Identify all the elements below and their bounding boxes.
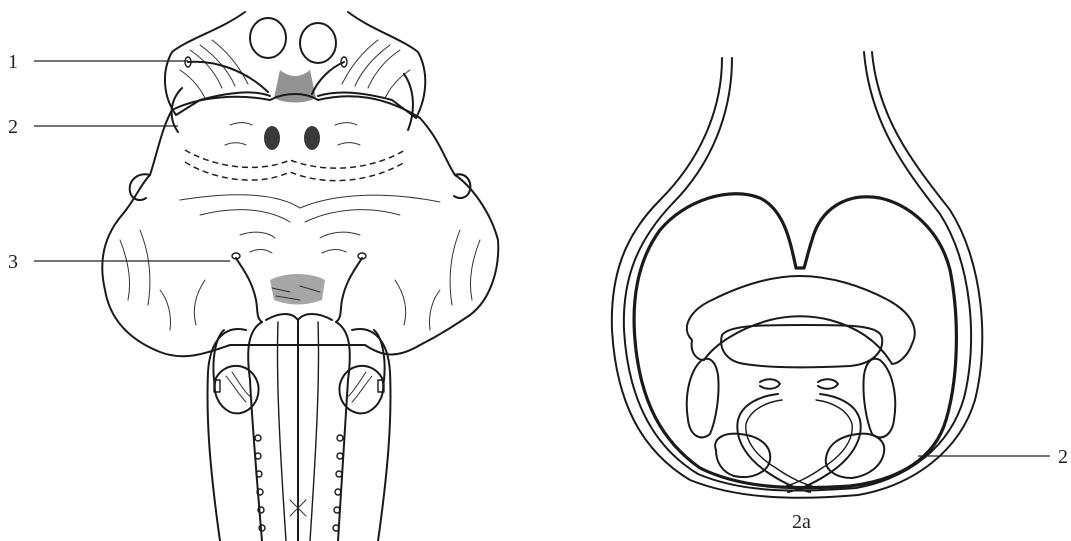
- nerve-3-right: [336, 258, 362, 322]
- side-lobe-right: [863, 359, 895, 438]
- central-column: [266, 314, 332, 320]
- side-lobe-left: [687, 359, 719, 438]
- dashed-contour-upper: [185, 150, 405, 168]
- outer-wall-inner: [624, 52, 971, 491]
- medulla-outline: [248, 322, 262, 541]
- outer-wall-outer: [612, 52, 982, 498]
- central-mark-left: [264, 126, 280, 150]
- label-right-2: 2: [1058, 446, 1068, 468]
- callout-right-2: 2: [918, 446, 1068, 468]
- dashed-contour-lower: [185, 162, 405, 181]
- callout-2: 2: [8, 116, 178, 138]
- callout-3: 3: [8, 251, 230, 273]
- cord-outline: [634, 194, 956, 488]
- left-colliculus: [250, 18, 286, 58]
- trochlear-nerve-left: [188, 62, 268, 92]
- caption-2a: 2a: [792, 511, 811, 533]
- cross-section-drawing: [612, 52, 982, 498]
- root-hook-left: [760, 379, 780, 389]
- bottom-oval-left: [715, 434, 770, 477]
- right-peduncle: [318, 12, 425, 118]
- label-3: 3: [8, 251, 18, 273]
- central-shading: [274, 70, 316, 103]
- right-colliculus: [300, 23, 336, 63]
- label-2: 2: [8, 116, 18, 138]
- nerve-3-left: [236, 258, 262, 322]
- brainstem-drawing: [102, 12, 498, 541]
- central-mark-right: [304, 126, 320, 150]
- label-1: 1: [8, 51, 18, 73]
- trochlear-nerve-right: [312, 62, 344, 94]
- callout-1: 1: [8, 51, 188, 73]
- bottom-oval-right: [826, 434, 884, 478]
- side-nerve-right: [404, 74, 413, 130]
